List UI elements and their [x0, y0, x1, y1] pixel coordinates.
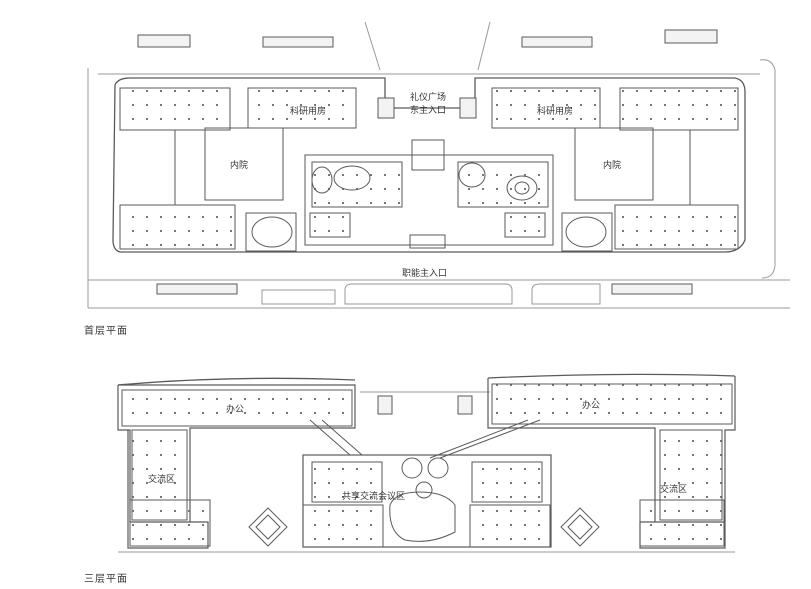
third-floor-plan: [117, 373, 736, 553]
label-shared-hall: 共享交流会议区: [342, 490, 405, 502]
label-office-left: 办公: [226, 403, 244, 415]
label-courtyard-left: 内院: [230, 159, 248, 171]
label-east-main-entrance: 东主入口: [410, 104, 446, 116]
ground-floor-caption: 首层平面: [84, 326, 128, 337]
label-courtyard-right: 内院: [603, 159, 621, 171]
label-office-right: 办公: [582, 399, 600, 411]
label-research-left: 科研用房: [290, 105, 326, 117]
ground-floor-plan: [87, 21, 790, 309]
label-ceremony-plaza: 礼仪广场: [410, 91, 446, 103]
third-floor-caption: 三层平面: [84, 574, 128, 585]
label-exchange-right: 交流区: [660, 483, 687, 495]
label-exchange-left: 交流区: [148, 473, 175, 485]
label-functional-main-entrance: 职能主入口: [402, 267, 447, 279]
label-research-right: 科研用房: [537, 105, 573, 117]
